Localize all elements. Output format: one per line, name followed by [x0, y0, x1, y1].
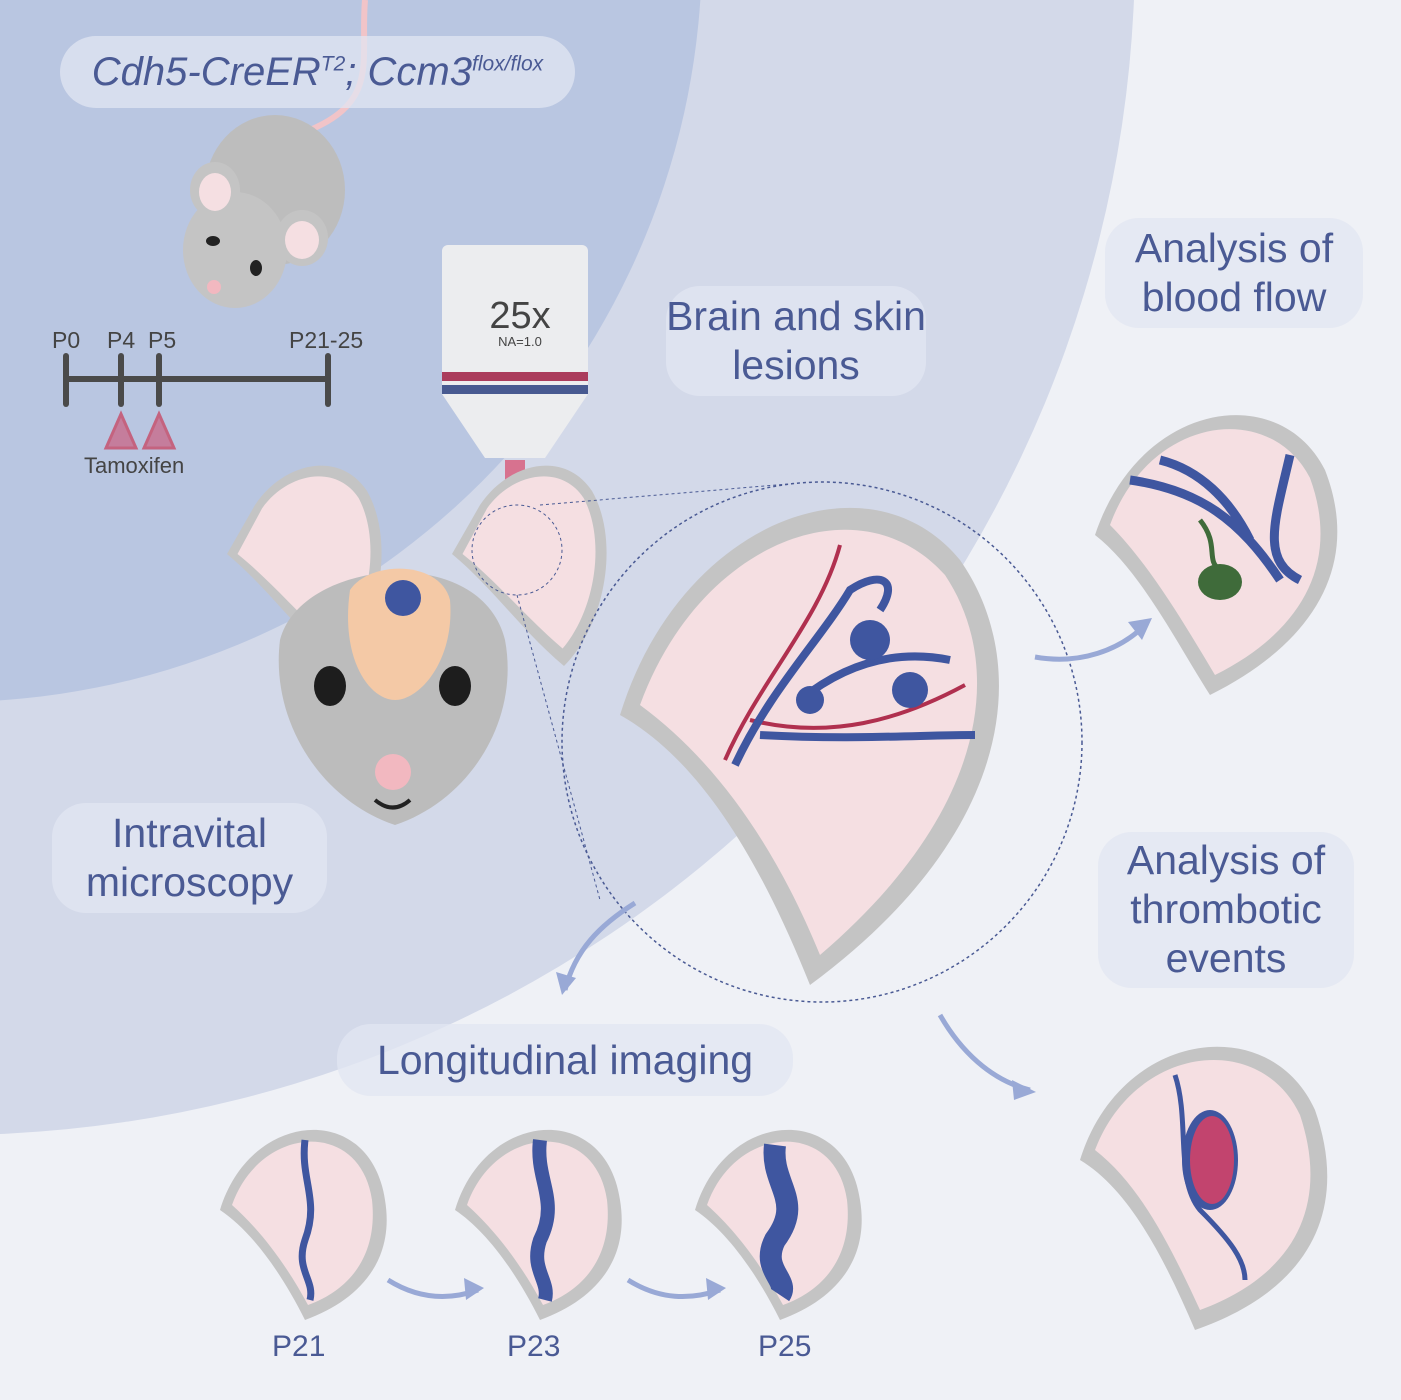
tick-label-p4: P4 — [107, 327, 136, 353]
ear-lesion-large — [620, 507, 999, 985]
background-inner-region — [0, 0, 701, 701]
separator: ; — [345, 50, 357, 94]
timepoint-p23: P23 — [507, 1330, 561, 1363]
arrowhead-icon — [464, 618, 1152, 1300]
tick-label-p0: P0 — [52, 327, 81, 353]
objective-lens-icon — [442, 245, 588, 520]
label-lesions: Brain and skin lesions — [666, 286, 926, 397]
tamoxifen-marker-icon — [103, 410, 139, 450]
ear-timepoint-p21 — [220, 1129, 387, 1320]
ear-blood-flow — [1095, 415, 1338, 695]
tick-label-p5: P5 — [148, 327, 177, 353]
ear-timepoint-p23 — [455, 1129, 622, 1320]
ear-timepoint-p25 — [695, 1129, 862, 1320]
timepoint-p21: P21 — [272, 1330, 326, 1363]
zoom-region-large — [561, 481, 1083, 1003]
superscript-t2: T2 — [320, 52, 346, 76]
gene-ccm3: Ccm3 — [367, 50, 472, 94]
label-thrombotic: Analysis of thrombotic events — [1098, 832, 1354, 988]
genotype-title: Cdh5-CreERT2; Ccm3flox/flox — [60, 36, 575, 108]
tamoxifen-label: Tamoxifen — [84, 453, 185, 478]
mouse-head-icon — [227, 465, 607, 825]
superscript-flox: flox/flox — [471, 52, 544, 76]
timeline — [63, 353, 331, 407]
ear-thrombus — [1080, 1046, 1328, 1330]
timepoint-p25: P25 — [758, 1330, 812, 1363]
label-longitudinal: Longitudinal imaging — [337, 1024, 793, 1096]
tick-label-p21-25: P21-25 — [289, 327, 364, 353]
gene-cdh5: Cdh5-CreER — [91, 50, 321, 94]
objective-na: NA=1.0 — [498, 334, 542, 349]
label-intravital: Intravital microscopy — [52, 803, 327, 914]
label-blood-flow: Analysis of blood flow — [1105, 218, 1363, 329]
zoom-region-small — [471, 504, 563, 596]
objective-magnification: 25x — [489, 295, 551, 337]
mouse-icon — [183, 0, 368, 308]
tamoxifen-marker-icon — [141, 410, 177, 450]
